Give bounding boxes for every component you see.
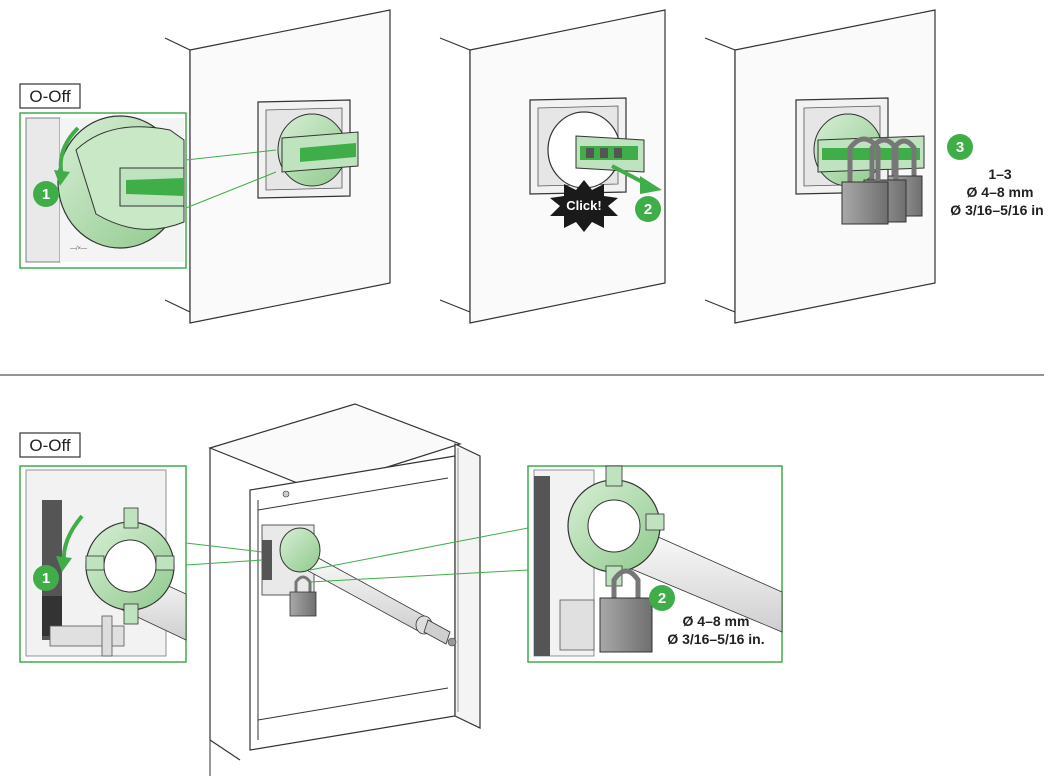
door-panel-2: Click! 2	[439, 9, 666, 324]
door-panel-3: 3 1–3 Ø 4–8 mm Ø 3/16–5/16 in	[704, 9, 1044, 324]
pull-arrow-head	[640, 176, 662, 194]
step-3-number: 3	[956, 139, 964, 156]
door-panel-1	[164, 9, 391, 324]
step-1-number: 1	[42, 186, 50, 203]
rotate-arrow-head	[56, 556, 72, 572]
rotary-handle-small-1	[257, 99, 359, 199]
zoom-inset-1: —/×— 1	[19, 112, 187, 269]
step-2-badge-bottom	[649, 585, 675, 611]
zoom-inset-bottom-right: 2 Ø 4–8 mm Ø 3/16–5/16 in.	[527, 465, 783, 663]
state-label-top: O-Off	[19, 83, 81, 109]
padlock-icon	[599, 568, 653, 653]
padlock-icon	[289, 575, 317, 617]
state-label-top-text: O-Off	[29, 87, 71, 106]
step-2-number-bottom: 2	[658, 590, 666, 607]
step-2-badge	[635, 196, 661, 222]
shackle-diameter-in-text-bottom: Ø 3/16–5/16 in.	[667, 631, 764, 647]
shackle-diameter-in-text: Ø 3/16–5/16 in	[950, 202, 1043, 218]
state-label-bottom-text: O-Off	[29, 436, 71, 455]
step-1-badge-bottom	[33, 565, 59, 591]
step-1-number-bottom: 1	[42, 570, 50, 587]
top-row: —/×— 1 O-Off	[19, 9, 1044, 324]
zoom-inset-bottom-left: 1	[19, 465, 187, 663]
shackle-diameter-mm-text-bottom: Ø 4–8 mm	[683, 613, 750, 629]
bottom-row: O-Off	[19, 403, 783, 776]
click-burst-icon	[550, 180, 618, 232]
padlock-icon	[841, 136, 889, 225]
step-2-number: 2	[644, 201, 652, 218]
click-label: Click!	[566, 198, 601, 213]
padlock-count-text: 1–3	[988, 166, 1012, 182]
rotary-handle-small-2	[529, 97, 645, 195]
enclosure	[185, 403, 529, 776]
state-label-bottom: O-Off	[19, 432, 81, 458]
step-3-badge	[947, 134, 973, 160]
step-1-badge	[33, 181, 59, 207]
off-marking-text: —/×—	[70, 246, 87, 252]
shackle-diameter-mm-text: Ø 4–8 mm	[967, 184, 1034, 200]
rotate-arrow-head	[54, 170, 70, 186]
